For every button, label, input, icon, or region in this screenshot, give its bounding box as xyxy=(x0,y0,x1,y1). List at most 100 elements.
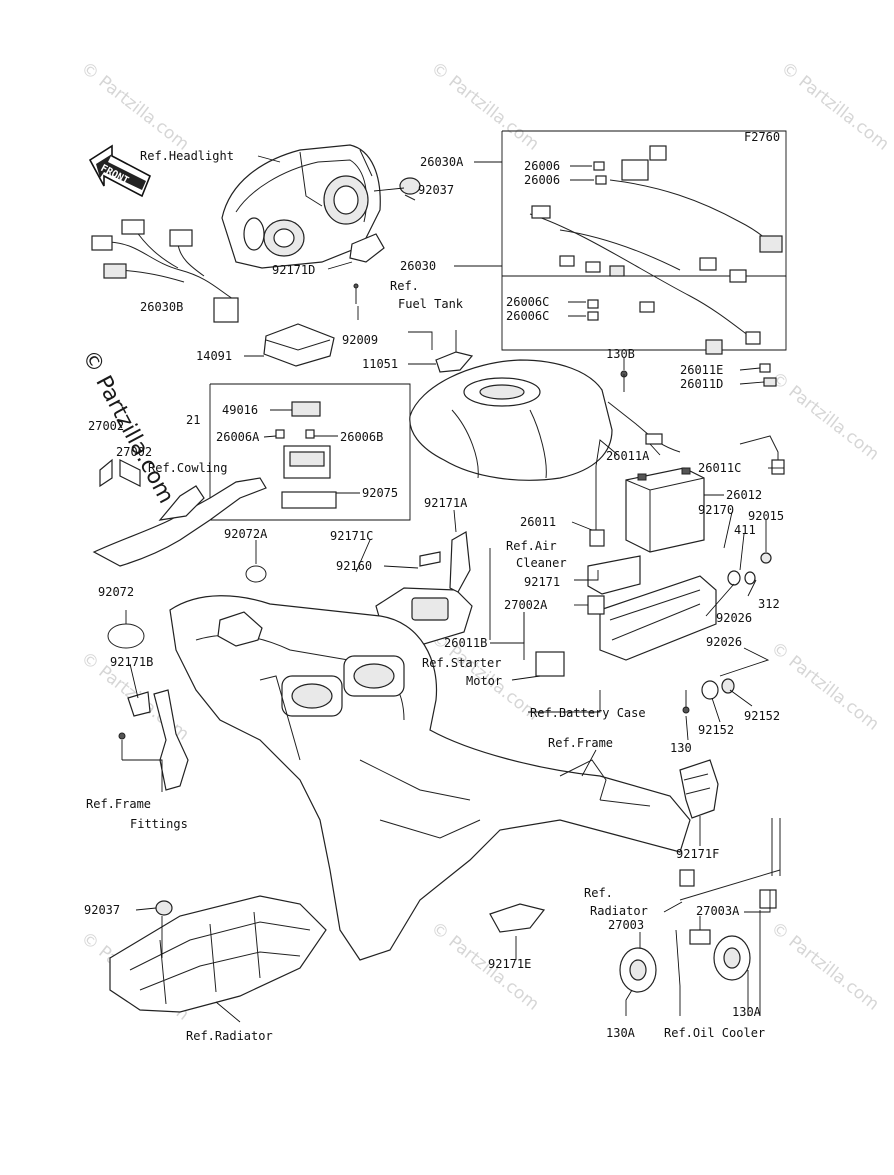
label-92037-top: 92037 xyxy=(418,183,454,197)
label-130: 130 xyxy=(670,741,692,755)
battery-26012 xyxy=(625,467,705,553)
label-ref-radiator-right-2: Radiator xyxy=(590,904,648,918)
label-ref-radiator-bottom: Ref.Radiator xyxy=(186,1029,273,1043)
label-26006C: 26006C xyxy=(506,309,549,323)
label-26030A: 26030A xyxy=(420,155,464,169)
label-92171B: 92171B xyxy=(110,655,153,669)
label-92015: 92015 xyxy=(748,509,784,523)
label-ref-frame-fittings: Ref.Frame xyxy=(86,797,151,811)
label-92037-bottom: 92037 xyxy=(84,903,120,917)
label-ref-starter-motor: Ref.Starter xyxy=(422,656,501,670)
label-92075: 92075 xyxy=(362,486,398,500)
label-411: 411 xyxy=(734,523,756,537)
label-92009: 92009 xyxy=(342,333,378,347)
label-92026: 92026 xyxy=(706,635,742,649)
watermark: © Partzilla.com xyxy=(427,58,543,155)
watermark: © Partzilla.com xyxy=(767,918,883,1015)
bracket-92171A xyxy=(419,531,471,593)
battery-case xyxy=(587,555,717,661)
label-92026: 92026 xyxy=(716,611,752,625)
label-ref-air-cleaner-2: Cleaner xyxy=(516,556,567,570)
cowling-stay xyxy=(92,458,267,567)
label-92171A: 92171A xyxy=(424,496,468,510)
part-labels: Ref.Headlight 26030B 92037 92171D 92009 … xyxy=(84,149,784,1043)
bracket-92171E xyxy=(489,903,546,933)
label-92072: 92072 xyxy=(98,585,134,599)
label-92171D: 92171D xyxy=(272,263,315,277)
label-26011B: 26011B xyxy=(444,636,487,650)
band-92072A xyxy=(245,565,267,583)
label-130B: 130B xyxy=(606,347,635,361)
label-26011A: 26011A xyxy=(606,449,650,463)
label-26011D: 26011D xyxy=(680,377,723,391)
label-ref-fuel-tank: Ref. xyxy=(390,279,419,293)
label-92160: 92160 xyxy=(336,559,372,573)
label-26006B: 26006B xyxy=(340,430,383,444)
cable-26011C xyxy=(739,435,785,475)
starter-relay xyxy=(523,612,565,677)
watermark-layer: © Partzilla.com © Partzilla.com © Partzi… xyxy=(77,58,893,1025)
label-ref-battery-case: Ref.Battery Case xyxy=(530,706,646,720)
watermark: © Partzilla.com xyxy=(777,58,893,155)
label-130A: 130A xyxy=(606,1026,636,1040)
label-ref-headlight: Ref.Headlight xyxy=(140,149,234,163)
label-ref-air-cleaner: Ref.Air xyxy=(506,539,557,553)
label-26030: 26030 xyxy=(400,259,436,273)
label-ref-starter-motor-2: Motor xyxy=(466,674,502,688)
label-ref-fuel-tank-2: Fuel Tank xyxy=(398,297,464,311)
bracket-11051 xyxy=(435,330,474,373)
fuel-tank xyxy=(409,359,613,481)
label-27003A: 27003A xyxy=(696,904,740,918)
front-arrow-icon: FRONT xyxy=(88,144,152,198)
ecu-14091 xyxy=(263,323,335,367)
label-26011C: 26011C xyxy=(698,461,741,475)
headlight-unit xyxy=(221,144,381,269)
label-14091: 14091 xyxy=(196,349,232,363)
label-92171F: 92171F xyxy=(676,847,719,861)
label-27002: 27002 xyxy=(88,419,124,433)
label-26006C: 26006C xyxy=(506,295,549,309)
label-ref-oil-cooler: Ref.Oil Cooler xyxy=(664,1026,765,1040)
label-ref-radiator-right: Ref. xyxy=(584,886,613,900)
label-26006: 26006 xyxy=(524,159,560,173)
cable-26011 xyxy=(589,466,605,547)
label-27002A: 27002A xyxy=(504,598,548,612)
label-27002: 27002 xyxy=(116,445,152,459)
label-92171: 92171 xyxy=(524,575,560,589)
bracket-92171F xyxy=(679,759,719,819)
washers-92026 xyxy=(701,552,772,700)
relay-27002A xyxy=(587,595,605,615)
label-26012: 26012 xyxy=(726,488,762,502)
label-312: 312 xyxy=(758,597,780,611)
box-26030 xyxy=(501,200,787,387)
horn-27003A xyxy=(713,935,751,981)
label-130A: 130A xyxy=(732,1005,762,1019)
leader-lines xyxy=(121,155,784,1023)
label-26030B: 26030B xyxy=(140,300,183,314)
watermark: © Partzilla.com xyxy=(77,58,193,155)
label-92072A: 92072A xyxy=(224,527,268,541)
horn-bracket-bar xyxy=(679,818,781,909)
box-21 xyxy=(209,383,411,521)
label-27003: 27003 xyxy=(608,918,644,932)
watermark: © Partzilla.com xyxy=(767,368,883,465)
label-21: 21 xyxy=(186,413,200,427)
label-26011: 26011 xyxy=(520,515,556,529)
label-26006A: 26006A xyxy=(216,430,260,444)
cable-26011A xyxy=(607,401,681,453)
band-92072 xyxy=(107,623,145,649)
main-frame xyxy=(169,595,691,961)
label-26011E: 26011E xyxy=(680,363,723,377)
label-92171E: 92171E xyxy=(488,957,531,971)
label-92170: 92170 xyxy=(698,503,734,517)
label-11051: 11051 xyxy=(362,357,398,371)
label-ref-frame-fittings-2: Fittings xyxy=(130,817,188,831)
radiator-guard xyxy=(109,895,327,1013)
label-92171C: 92171C xyxy=(330,529,373,543)
bolt-130 xyxy=(682,690,690,714)
harness-26030B xyxy=(91,219,239,323)
horn-27003 xyxy=(619,929,711,993)
bulb-92037-top xyxy=(399,177,421,201)
